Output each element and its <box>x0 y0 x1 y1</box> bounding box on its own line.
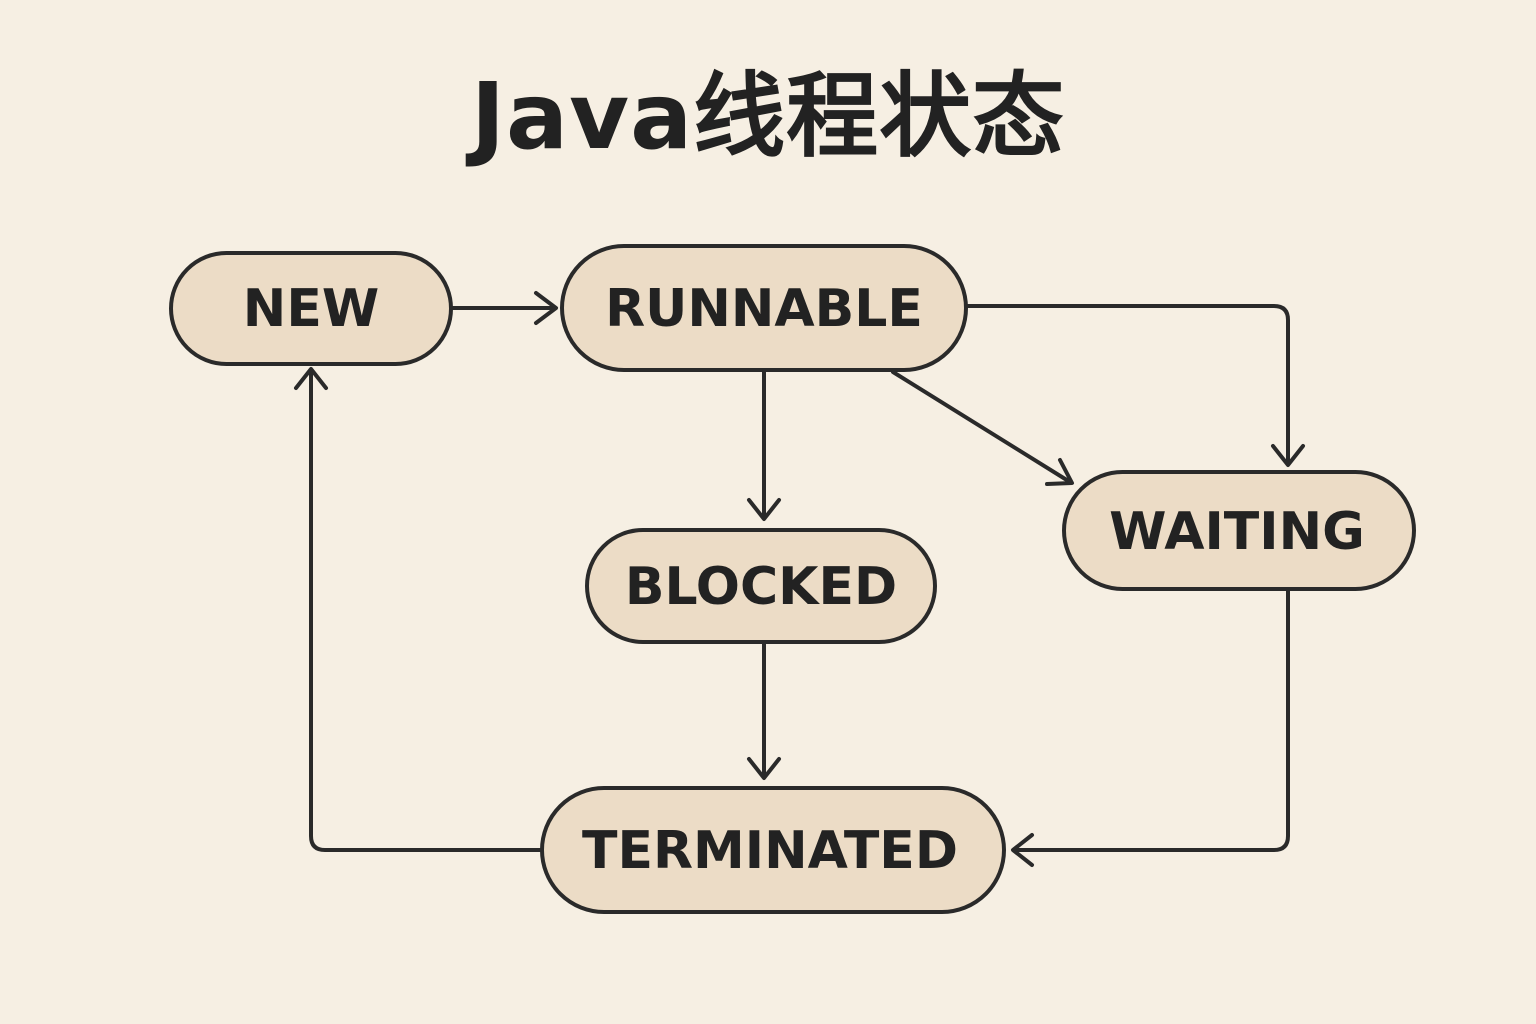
edge-runnable-to-waiting-elbow <box>964 304 1305 467</box>
state-runnable: RUNNABLE <box>560 244 968 372</box>
edge-runnable-to-waiting-diagonal <box>891 370 1074 486</box>
edge-runnable-to-blocked <box>747 370 781 521</box>
edge-blocked-to-terminated <box>747 642 781 780</box>
edge-new-to-runnable <box>449 291 558 325</box>
state-waiting: WAITING <box>1062 470 1416 591</box>
state-new-label: NEW <box>243 279 379 339</box>
state-terminated-label: TERMINATED <box>582 821 958 881</box>
state-blocked: BLOCKED <box>585 528 937 644</box>
state-runnable-label: RUNNABLE <box>605 279 923 339</box>
edge-waiting-to-terminated <box>1011 588 1290 867</box>
state-waiting-label: WAITING <box>1109 502 1365 562</box>
state-blocked-label: BLOCKED <box>625 557 897 617</box>
state-terminated: TERMINATED <box>540 786 1006 914</box>
diagram-title: Java线程状态 <box>470 63 1066 170</box>
state-new: NEW <box>169 251 453 366</box>
edge-terminated-to-new <box>294 367 544 852</box>
